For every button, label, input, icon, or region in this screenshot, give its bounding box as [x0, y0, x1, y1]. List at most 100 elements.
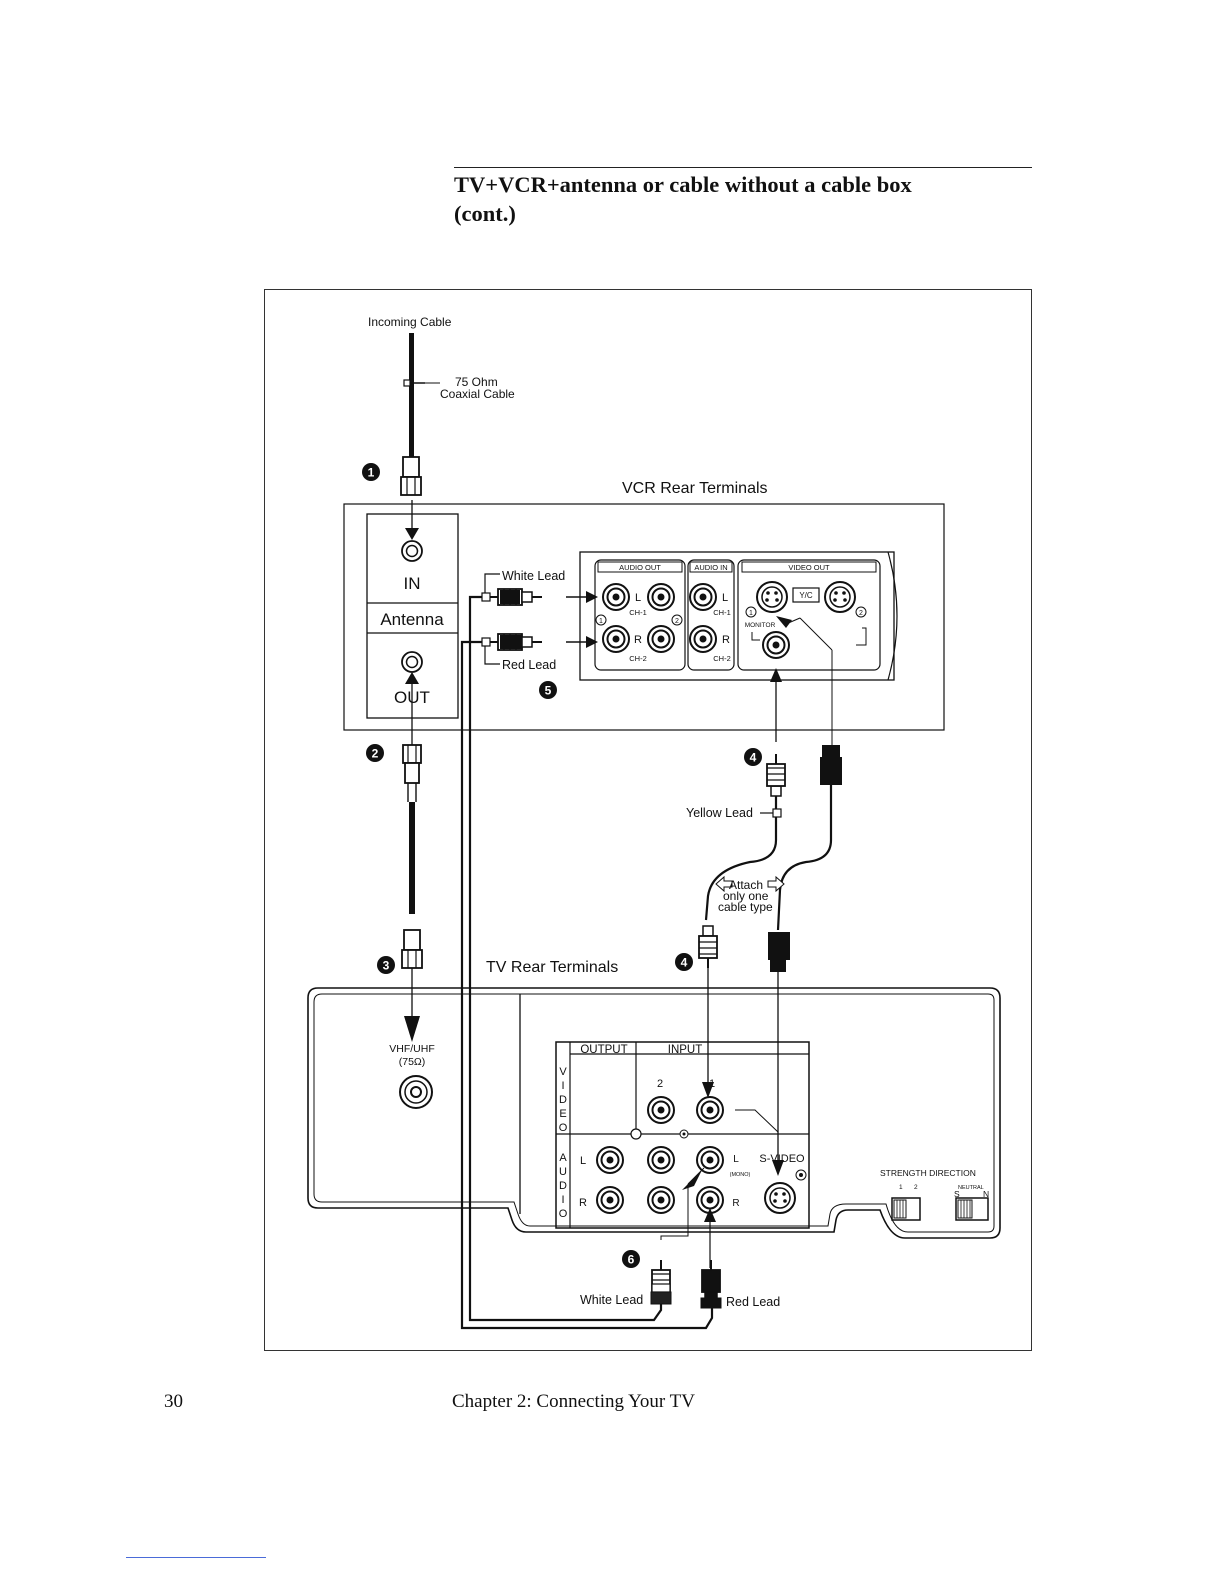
antenna-in-label: IN: [404, 574, 421, 593]
tv-jack-panel: OUTPUT INPUT V I D E O A U D I O 2 1 L R…: [555, 1041, 810, 1229]
svg-text:3: 3: [383, 959, 390, 973]
heading-rule: [454, 167, 1032, 168]
vcr-ch2-label: CH-2: [629, 654, 647, 663]
step-6-marker: 6: [622, 1250, 640, 1268]
svg-text:2: 2: [372, 747, 379, 761]
tv-svideo-label: S-VIDEO: [759, 1153, 805, 1165]
attach-one-cable-note: Attach only one cable type: [715, 875, 785, 914]
tv-audio-vertical-i: I: [561, 1194, 564, 1206]
tv-audio-input-2-l-jack[interactable]: [647, 1146, 675, 1174]
antenna-in-jack[interactable]: [401, 540, 423, 562]
white-lead-label-vcr: White Lead: [502, 569, 565, 583]
red-lead-cable: [460, 640, 714, 1330]
yellow-lead-plug-tv: [698, 925, 718, 969]
vcr-audio-out-ch2-r-jack[interactable]: [647, 625, 675, 653]
vcr-audio-out-ch1-l-jack[interactable]: [602, 583, 630, 611]
tv-audio-input-1-l-jack[interactable]: [696, 1146, 724, 1174]
vcr-ch1-label: CH-1: [629, 608, 647, 617]
vcr-audio-out-ch2-l-jack[interactable]: [602, 625, 630, 653]
antenna-out-jack[interactable]: [401, 651, 423, 673]
vcr-audio-circled-1: 1: [599, 618, 603, 625]
tv-output-l-label: L: [580, 1155, 586, 1167]
svideo-plug-vcr: [820, 745, 842, 785]
tv-mono-label: (MONO): [730, 1172, 751, 1178]
page-title-line1: TV+VCR+antenna or cable without a cable …: [454, 172, 912, 197]
yellow-lead-plug-vcr: [766, 753, 786, 797]
tv-video-vertical-v: V: [559, 1066, 567, 1078]
tv-video-vertical-i: I: [561, 1080, 564, 1092]
tv-audio-output-l-jack[interactable]: [596, 1146, 624, 1174]
vhf-uhf-ohm-label: (75Ω): [399, 1056, 426, 1068]
svideo-plug-tv: [768, 932, 790, 972]
tv-audio-vertical-u: U: [559, 1166, 567, 1178]
tv-svideo-input-jack[interactable]: [764, 1182, 796, 1214]
vcr-svideo-out-1-jack[interactable]: [756, 581, 788, 613]
red-lead-label-vcr: Red Lead: [502, 658, 556, 672]
f-connector-2: [402, 744, 422, 802]
vcr-audio-in-l-jack[interactable]: [689, 583, 717, 611]
vcr-audio-in-ch1-label: CH-1: [713, 608, 731, 617]
vcr-audio-in-r-jack[interactable]: [689, 625, 717, 653]
vcr-monitor-label: MONITOR: [745, 622, 776, 629]
tv-audio-vertical-d: D: [559, 1180, 567, 1192]
attach-note-line3: cable type: [718, 900, 773, 914]
antenna-label: Antenna: [380, 610, 444, 629]
strength-1-label: 1: [899, 1184, 903, 1191]
red-lead-plug-tv: [700, 1259, 722, 1309]
coax-label-line1: 75 Ohm: [455, 375, 498, 389]
white-lead-label-tv: White Lead: [580, 1293, 643, 1307]
tv-input-l-label: L: [733, 1154, 739, 1165]
white-lead-plug-tv: [650, 1259, 672, 1305]
svg-text:4: 4: [750, 751, 757, 765]
vcr-yc-label: Y/C: [799, 591, 813, 600]
tv-vhf-uhf-jack[interactable]: [399, 1075, 433, 1109]
strength-2-label: 2: [914, 1184, 918, 1191]
vcr-monitor-video-out-jack[interactable]: [762, 631, 790, 659]
tv-output-label: OUTPUT: [580, 1044, 627, 1056]
figure-frame: [264, 289, 1032, 1351]
svg-text:1: 1: [368, 466, 375, 480]
attach-note-line1: Attach: [729, 878, 763, 892]
tv-audio-output-r-jack[interactable]: [596, 1186, 624, 1214]
strength-direction-label: STRENGTH DIRECTION: [880, 1168, 976, 1178]
tv-video-vertical-d: D: [559, 1094, 567, 1106]
incoming-coax-cable: [409, 333, 414, 458]
direction-n-label: N: [983, 1189, 989, 1199]
vcr-audio-out-r-label: R: [634, 634, 642, 646]
vcr-audio-in-ch2-label: CH-2: [713, 654, 731, 663]
tv-rear-panel: [307, 987, 1001, 1239]
bottom-rule: [126, 1557, 266, 1558]
strength-switch[interactable]: [891, 1197, 921, 1221]
tv-video-input-1-jack[interactable]: [696, 1096, 724, 1124]
vcr-svideo-circled-1: 1: [749, 610, 753, 617]
yellow-lead-cable: [704, 796, 778, 921]
red-lead-label-tv: Red Lead: [726, 1295, 780, 1309]
audio-out-label: AUDIO OUT: [619, 563, 661, 572]
direction-switch[interactable]: [955, 1197, 989, 1221]
attach-note-line2: only one: [723, 889, 769, 903]
f-connector-1: [400, 456, 422, 496]
step-2-marker: 2: [366, 744, 384, 762]
vcr-rear-terminals-label: VCR Rear Terminals: [622, 480, 768, 497]
page-number: 30: [164, 1391, 183, 1412]
svg-text:5: 5: [545, 684, 552, 698]
vcr-audio-out-ch1-r-jack[interactable]: [647, 583, 675, 611]
red-lead-plug-vcr: [481, 633, 598, 651]
vcr-svideo-circled-2: 2: [859, 610, 863, 617]
coax-cable-vcr-to-tv: [409, 802, 415, 914]
direction-s-label: S: [954, 1189, 960, 1199]
svg-text:6: 6: [628, 1253, 635, 1267]
vcr-svideo-out-2-jack[interactable]: [824, 581, 856, 613]
tv-video-vertical-e: E: [559, 1108, 566, 1120]
video-out-label: VIDEO OUT: [788, 563, 830, 572]
page-title-line2: (cont.): [454, 201, 516, 226]
vcr-audio-in-l-label: L: [722, 592, 728, 604]
svideo-cable: [776, 785, 833, 931]
audio-in-label: AUDIO IN: [694, 563, 727, 572]
tv-video-vertical-o: O: [559, 1122, 568, 1134]
white-lead-plug-vcr: [481, 588, 598, 606]
tv-audio-input-2-r-jack[interactable]: [647, 1186, 675, 1214]
tv-audio-vertical-o: O: [559, 1208, 568, 1220]
incoming-cable-label: Incoming Cable: [368, 315, 452, 329]
tv-video-input-2-jack[interactable]: [647, 1096, 675, 1124]
